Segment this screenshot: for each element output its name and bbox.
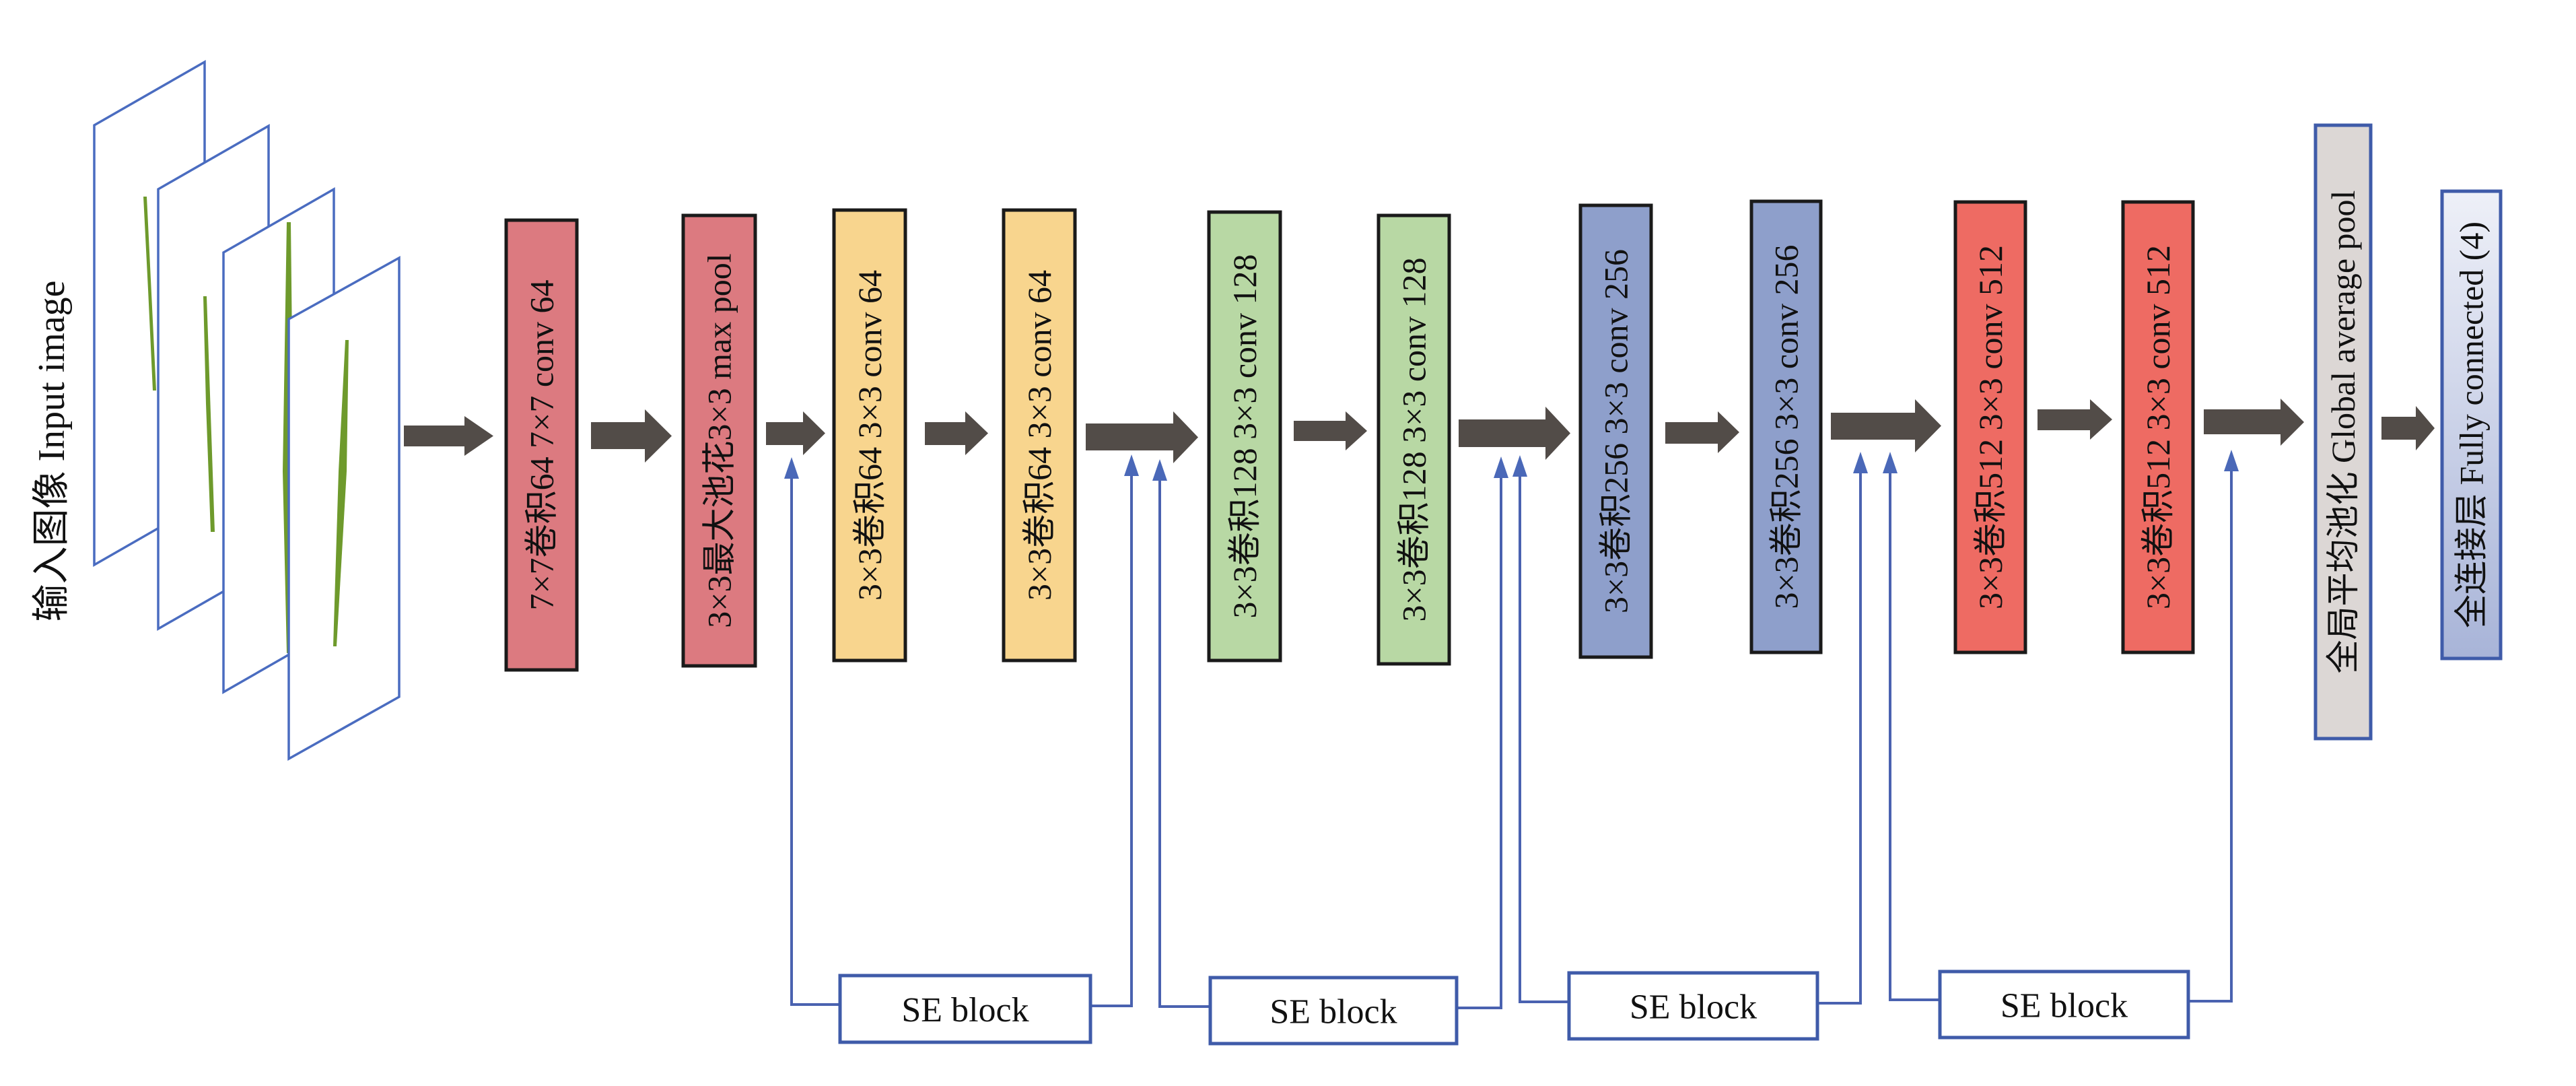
- layer-box: [832, 208, 907, 663]
- arrow-up-icon: [1124, 454, 1139, 476]
- se-skip-line: [1519, 475, 1569, 1003]
- input-image-stack: [93, 59, 401, 761]
- se-blocks: SE block SE block SE block SE block: [784, 450, 2239, 1046]
- se-block-group: SE block: [1512, 452, 1868, 1041]
- flow-arrow: [2204, 399, 2304, 446]
- flow-arrow: [766, 411, 825, 455]
- layer-box: [2440, 189, 2503, 660]
- flow-arrow: [1294, 411, 1367, 450]
- flow-arrow: [925, 411, 988, 455]
- layer-box: [1749, 199, 1823, 654]
- layer-label: 3×3卷积256 3×3 conv 256: [1597, 249, 1635, 613]
- layer-label: 3×3卷积64 3×3 conv 64: [851, 270, 889, 601]
- flow-arrow: [591, 409, 672, 463]
- layer-conv128a: 3×3卷积128 3×3 conv 128: [1207, 210, 1282, 663]
- layer-label: 7×7卷积64 7×7 conv 64: [523, 279, 561, 610]
- input-image-label: 输入图像 Input image: [31, 280, 73, 621]
- layer-box: [1953, 200, 2027, 654]
- layer-boxes: 7×7卷积64 7×7 conv 64 3×3最大池花3×3 max pool 3×…: [504, 123, 2503, 741]
- arrow-up-icon: [784, 457, 799, 479]
- layer-conv512b: 3×3卷积512 3×3 conv 512: [2121, 200, 2195, 654]
- layer-label: 全局平均池化 Global average pool: [2324, 191, 2362, 674]
- layer-label: 3×3卷积512 3×3 conv 512: [1972, 245, 2009, 609]
- se-skip-line: [790, 477, 840, 1006]
- layer-box: [1002, 208, 1077, 663]
- layer-label: 全连接层 Fully connected (4): [2453, 222, 2491, 628]
- arrow-up-icon: [1512, 455, 1527, 477]
- layer-conv256a: 3×3卷积256 3×3 conv 256: [1578, 203, 1653, 659]
- input-image-panel: [287, 256, 401, 761]
- se-output-line: [1817, 472, 1862, 1005]
- arrow-up-icon: [1494, 456, 1508, 478]
- flow-arrow: [1086, 411, 1198, 463]
- layer-label: 3×3卷积64 3×3 conv 64: [1020, 270, 1058, 601]
- se-block-group: SE block: [784, 454, 1139, 1044]
- se-block-box: [1938, 970, 2190, 1040]
- flow-arrow: [2038, 399, 2112, 440]
- se-block-label: SE block: [901, 991, 1029, 1029]
- layer-conv64a: 3×3卷积64 3×3 conv 64: [832, 208, 907, 663]
- layer-box: [504, 218, 579, 672]
- arrow-up-icon: [1152, 459, 1167, 481]
- layer-box: [1578, 203, 1653, 659]
- layer-label: 3×3卷积256 3×3 conv 256: [1768, 244, 1805, 609]
- se-output-line: [1457, 477, 1502, 1009]
- layer-label: 3×3卷积128 3×3 conv 128: [1395, 257, 1433, 621]
- layer-conv256b: 3×3卷积256 3×3 conv 256: [1749, 199, 1823, 654]
- flow-arrow: [404, 416, 493, 456]
- se-block-label: SE block: [2000, 987, 2128, 1025]
- se-block-group: SE block: [1883, 450, 2239, 1040]
- layer-box: [2121, 200, 2195, 654]
- flow-arrows: [404, 399, 2435, 463]
- layer-conv128b: 3×3卷积128 3×3 conv 128: [1377, 213, 1451, 666]
- flow-arrow: [1831, 399, 1941, 452]
- se-block-box: [1208, 976, 1459, 1046]
- layer-label: 3×3卷积128 3×3 conv 128: [1226, 254, 1263, 618]
- layer-label: 3×3卷积512 3×3 conv 512: [2139, 245, 2177, 609]
- se-output-line: [1090, 475, 1133, 1007]
- layer-label: 3×3最大池花3×3 max pool: [701, 253, 738, 627]
- se-block-label: SE block: [1630, 988, 1757, 1027]
- flow-arrow: [1665, 411, 1739, 453]
- se-output-line: [2188, 470, 2233, 1003]
- se-block-box: [838, 974, 1092, 1044]
- layer-box: [681, 213, 757, 668]
- layer-conv512a: 3×3卷积512 3×3 conv 512: [1953, 200, 2027, 654]
- layer-gap: 全局平均池化 Global average pool: [2313, 123, 2373, 741]
- arrow-up-icon: [1883, 452, 1898, 473]
- se-block-box: [1567, 971, 1819, 1041]
- flow-arrow: [2381, 406, 2435, 450]
- layer-box: [1207, 210, 1282, 663]
- arrow-up-icon: [2224, 450, 2239, 471]
- se-block-label: SE block: [1269, 993, 1397, 1031]
- layer-box: [1377, 213, 1451, 666]
- layer-maxpool: 3×3最大池花3×3 max pool: [681, 213, 757, 668]
- layer-conv64b: 3×3卷积64 3×3 conv 64: [1002, 208, 1077, 663]
- layer-box: [2313, 123, 2373, 741]
- arrow-up-icon: [1853, 452, 1868, 473]
- se-skip-line: [1158, 479, 1210, 1008]
- se-skip-line: [1889, 472, 1940, 1001]
- layer-fc: 全连接层 Fully connected (4): [2440, 189, 2503, 660]
- layer-conv7: 7×7卷积64 7×7 conv 64: [504, 218, 579, 672]
- se-block-group: SE block: [1152, 456, 1508, 1046]
- flow-arrow: [1459, 407, 1570, 460]
